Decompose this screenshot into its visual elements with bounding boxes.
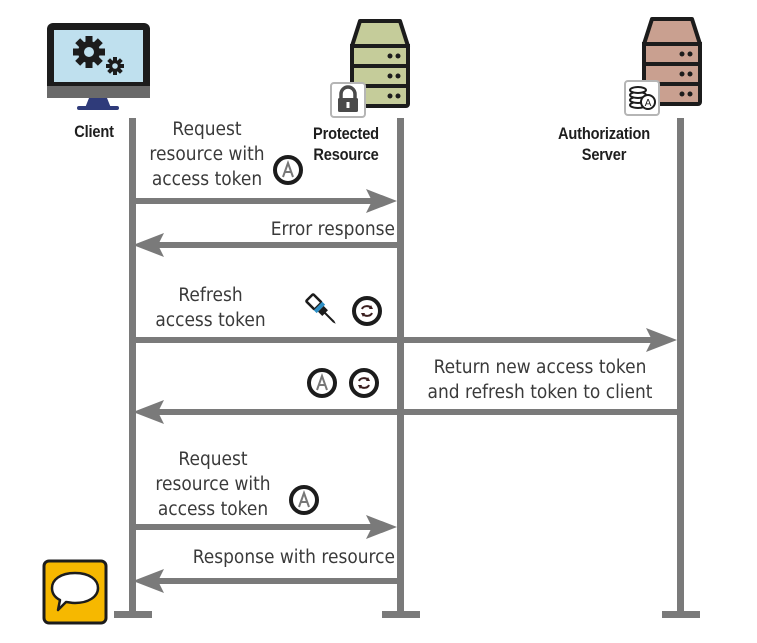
authorization-server-lifeline-end xyxy=(662,611,700,618)
lock-icon xyxy=(330,82,366,118)
message-request-resource-1: Request resource with access token xyxy=(138,117,276,192)
key-icon xyxy=(305,293,336,324)
svg-text:A: A xyxy=(645,98,652,109)
refresh-token-icon xyxy=(352,296,382,326)
message-line: access token xyxy=(151,169,263,190)
arrow-error-response xyxy=(133,233,398,257)
computer-gears-icon xyxy=(47,23,150,110)
message-line: access token xyxy=(155,310,266,331)
message-line: and refresh token to client xyxy=(427,382,653,403)
message-line: Response with resource xyxy=(192,547,395,568)
token-stack-icon: A xyxy=(624,80,660,116)
message-refresh-access-token: Refresh access token xyxy=(144,283,277,333)
refresh-token-icon xyxy=(349,368,379,398)
client-lifeline-end xyxy=(114,611,152,618)
message-request-resource-2: Request resource with access token xyxy=(144,447,282,522)
protected-resource-lifeline-end xyxy=(382,611,420,618)
message-line: resource with xyxy=(155,474,271,495)
message-response-with-resource: Response with resource xyxy=(156,545,395,570)
arrow-request-1 xyxy=(133,189,397,213)
authorization-server-label: Authorization Server xyxy=(540,123,667,165)
message-error-response: Error response xyxy=(211,217,395,242)
message-line: access token xyxy=(157,499,269,520)
client-label: Client xyxy=(74,122,114,141)
access-token-icon xyxy=(273,155,303,185)
chat-bubble-icon xyxy=(42,559,108,625)
authorization-server-label-line-1: Authorization xyxy=(558,124,650,143)
arrow-request-2 xyxy=(133,515,397,539)
message-line: Request xyxy=(172,119,242,140)
authorization-server-lifeline xyxy=(677,118,684,618)
message-line: Refresh xyxy=(178,285,243,306)
protected-resource-lifeline xyxy=(397,118,404,618)
protected-resource-label: Protected Resource xyxy=(300,123,393,165)
arrow-response-resource xyxy=(133,569,398,593)
protected-resource-label-line-1: Protected xyxy=(313,124,379,143)
message-line: resource with xyxy=(149,144,265,165)
authorization-server-label-line-2: Server xyxy=(581,145,627,164)
access-token-icon xyxy=(289,485,319,515)
access-token-icon xyxy=(307,368,337,398)
message-line: Request xyxy=(178,449,248,470)
message-line: Return new access token xyxy=(433,357,647,378)
arrow-refresh xyxy=(133,328,677,352)
arrow-return-tokens xyxy=(133,400,678,424)
client-lifeline xyxy=(129,118,136,618)
protected-resource-label-line-2: Resource xyxy=(313,145,379,164)
message-line: Error response xyxy=(270,219,395,240)
message-return-new-tokens: Return new access token and refresh toke… xyxy=(415,355,665,405)
protected-resource-server-icon xyxy=(350,19,410,108)
